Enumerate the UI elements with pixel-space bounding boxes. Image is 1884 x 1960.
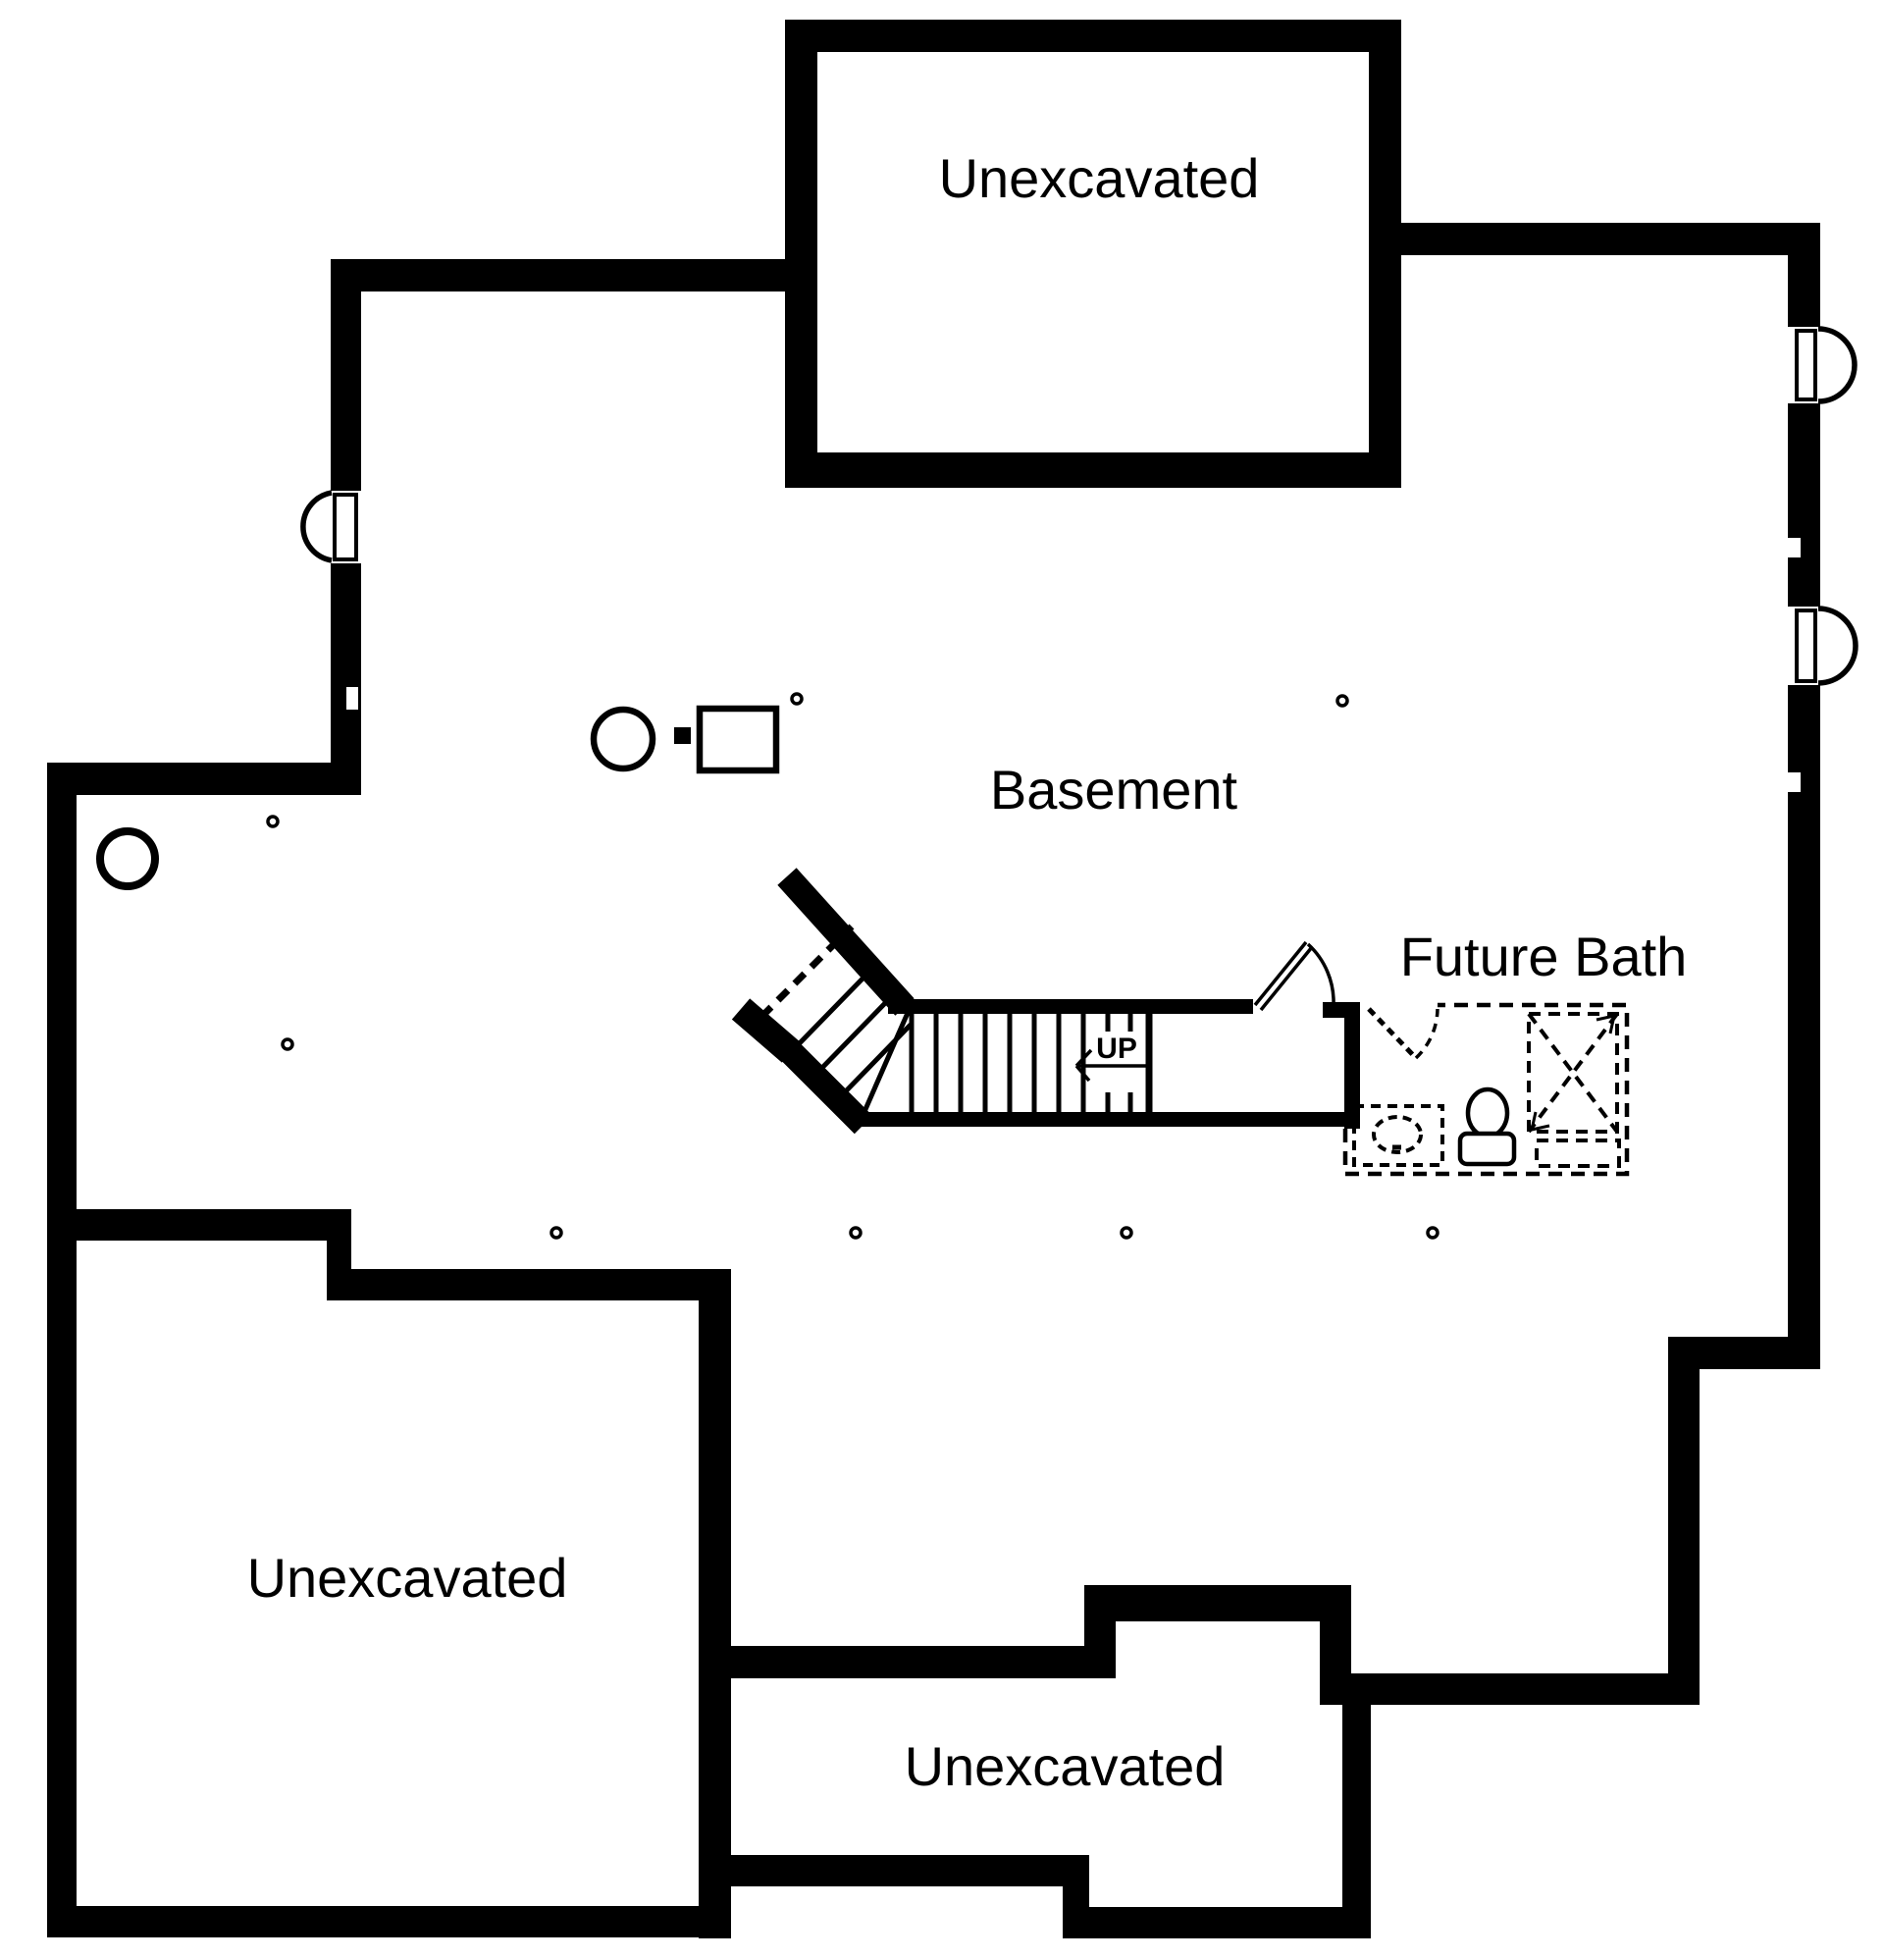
- window-pane-right2: [1795, 609, 1817, 683]
- shower-arrowheads: [1530, 1014, 1616, 1132]
- wall-bottomleft-step-v: [327, 1241, 351, 1300]
- window-pane-right1: [1795, 329, 1817, 401]
- stair-treads-straight: [909, 1014, 1153, 1112]
- staircase: UP: [731, 868, 1360, 1135]
- label-unexcavated-top: Unexcavated: [939, 147, 1260, 209]
- wall-topright-horizontal: [1369, 223, 1820, 255]
- walls: [47, 20, 1820, 1938]
- lally-column-icon: [96, 827, 159, 890]
- stair-diagonal-top-wall: [777, 868, 915, 1016]
- stair-up-label: UP: [1096, 1033, 1137, 1065]
- wall-bottomcenter-top-low: [699, 1646, 1116, 1678]
- mechanical-fixtures: [96, 705, 780, 890]
- stair-break-dashed-line: [759, 924, 855, 1020]
- wall-bottomcenter-top-high: [1084, 1585, 1351, 1621]
- floor-drain-icon: [1426, 1226, 1439, 1240]
- stair-door-stub: [1323, 1002, 1346, 1018]
- label-unexcavated-bottom-left: Unexcavated: [247, 1547, 568, 1609]
- wall-notch-right1: [1788, 538, 1801, 557]
- floor-drain-icon: [790, 692, 804, 706]
- wall-bottomleft-top: [47, 1209, 351, 1241]
- vanity-sink: [1352, 1104, 1444, 1167]
- stair-bottom-wall: [852, 1112, 1360, 1127]
- label-unexcavated-bottom-center: Unexcavated: [905, 1735, 1226, 1797]
- wall-top-room-left: [785, 20, 817, 488]
- stair-top-wall: [888, 999, 1253, 1014]
- floor-drain-icon: [550, 1226, 563, 1240]
- support-post-icon: [674, 727, 691, 744]
- furnace-icon: [696, 705, 780, 774]
- basement-door-swing-arc: [1306, 942, 1335, 1006]
- wall-left-step-h: [47, 763, 361, 795]
- floor-drain-icon: [1335, 694, 1349, 708]
- floor-drain-dots: [266, 692, 1439, 1240]
- wall-bottomleft-bottom: [47, 1906, 731, 1937]
- shower-curb: [1535, 1139, 1621, 1168]
- room-labels: Unexcavated Basement Future Bath Unexcav…: [247, 147, 1688, 1797]
- window-pane-left: [333, 493, 358, 561]
- wall-bottomright-step-v1: [1668, 1369, 1700, 1705]
- wall-bottomcenter-bottom-high: [699, 1855, 1089, 1886]
- wall-bottomright-step-h1: [1668, 1337, 1820, 1369]
- wall-left-outer: [47, 763, 77, 1937]
- wall-notch-left: [346, 687, 358, 710]
- windows: [300, 326, 1858, 792]
- window-well-right1-arc: [1817, 326, 1858, 404]
- up-arrow-icon: [1074, 1048, 1146, 1083]
- wall-topleft-horizontal: [331, 259, 817, 291]
- stair-right-wall: [1344, 1002, 1360, 1129]
- wall-right-outer: [1788, 223, 1820, 1364]
- wall-center-divider: [699, 1269, 731, 1938]
- floor-drain-icon: [1120, 1226, 1133, 1240]
- wall-bottomcenter-right: [1342, 1705, 1371, 1938]
- window-well-right2-arc: [1817, 606, 1858, 686]
- toilet: [1457, 1086, 1517, 1167]
- future-bath: [1342, 1002, 1630, 1177]
- toilet-bowl: [1465, 1086, 1510, 1139]
- floor-drain-icon: [266, 815, 280, 828]
- basement-door: [1253, 940, 1335, 1012]
- stair-treads-diagonal: [789, 972, 913, 1125]
- label-future-bath: Future Bath: [1400, 926, 1688, 987]
- floor-drain-icon: [281, 1037, 294, 1051]
- wall-top-room-top: [785, 20, 1401, 52]
- toilet-tank: [1457, 1131, 1517, 1167]
- water-heater-icon: [590, 706, 656, 772]
- stair-end-cap: [731, 998, 801, 1063]
- wall-bottomleft-top-right: [351, 1269, 731, 1300]
- floor-drain-icon: [849, 1226, 863, 1240]
- stair-diagonal-bottom-wall: [773, 1034, 873, 1135]
- window-well-left-arc: [300, 490, 333, 563]
- bath-door-arc-dashed: [1414, 1008, 1439, 1060]
- wall-notch-right2: [1788, 772, 1801, 792]
- bath-door-leaf-dashed: [1367, 1007, 1418, 1060]
- wall-top-room-bottom: [817, 452, 1401, 488]
- shower-stall: [1527, 1012, 1619, 1134]
- label-basement: Basement: [990, 759, 1238, 821]
- bath-outline-dashed: [1342, 1002, 1630, 1177]
- wall-bottomcenter-bottom: [1063, 1907, 1371, 1938]
- wall-bottomright-step-h2: [1320, 1673, 1700, 1705]
